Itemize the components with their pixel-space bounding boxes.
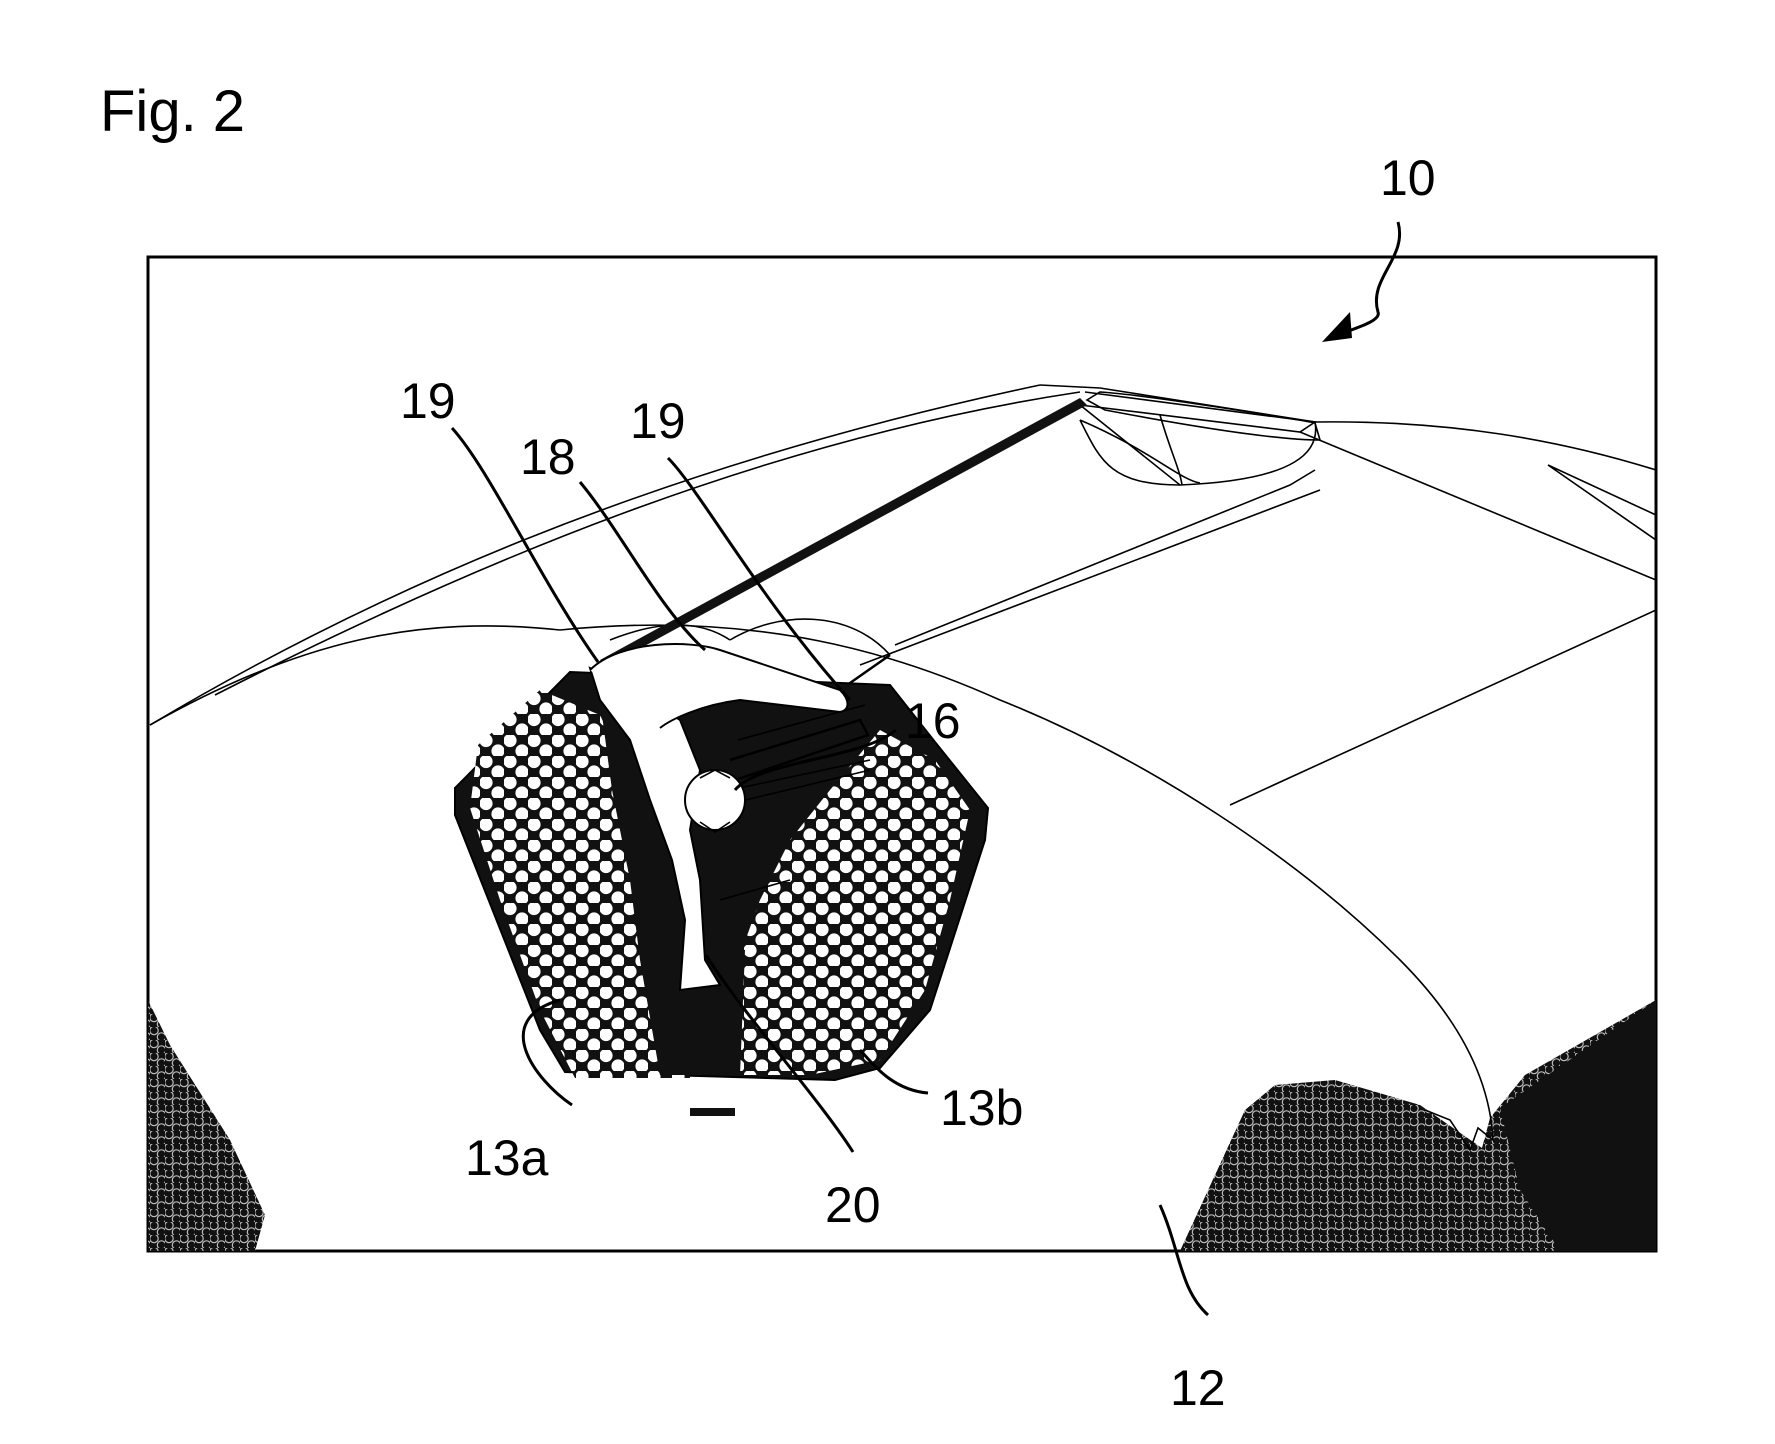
grille-left — [148, 1000, 265, 1251]
label-13a: 13a — [465, 1130, 549, 1186]
label-13b: 13b — [940, 1080, 1023, 1136]
drawing-frame — [146, 255, 1658, 1253]
label-12: 12 — [1170, 1360, 1226, 1416]
leader-10 — [1322, 221, 1402, 342]
label-20: 20 — [825, 1177, 881, 1233]
leader-lines — [450, 426, 1209, 1317]
vehicle-body — [148, 384, 1656, 1251]
figure-title: Fig. 2 — [100, 79, 246, 144]
label-18: 18 — [520, 429, 576, 485]
bundle-13a — [470, 690, 690, 1078]
dark-strip-right — [1500, 1000, 1656, 1251]
label-19-left: 19 — [400, 373, 456, 429]
label-10: 10 — [1380, 150, 1436, 206]
blade-element — [588, 643, 871, 1116]
bundle-13b — [740, 730, 970, 1075]
label-16: 16 — [905, 693, 961, 749]
label-19-right: 19 — [630, 393, 686, 449]
